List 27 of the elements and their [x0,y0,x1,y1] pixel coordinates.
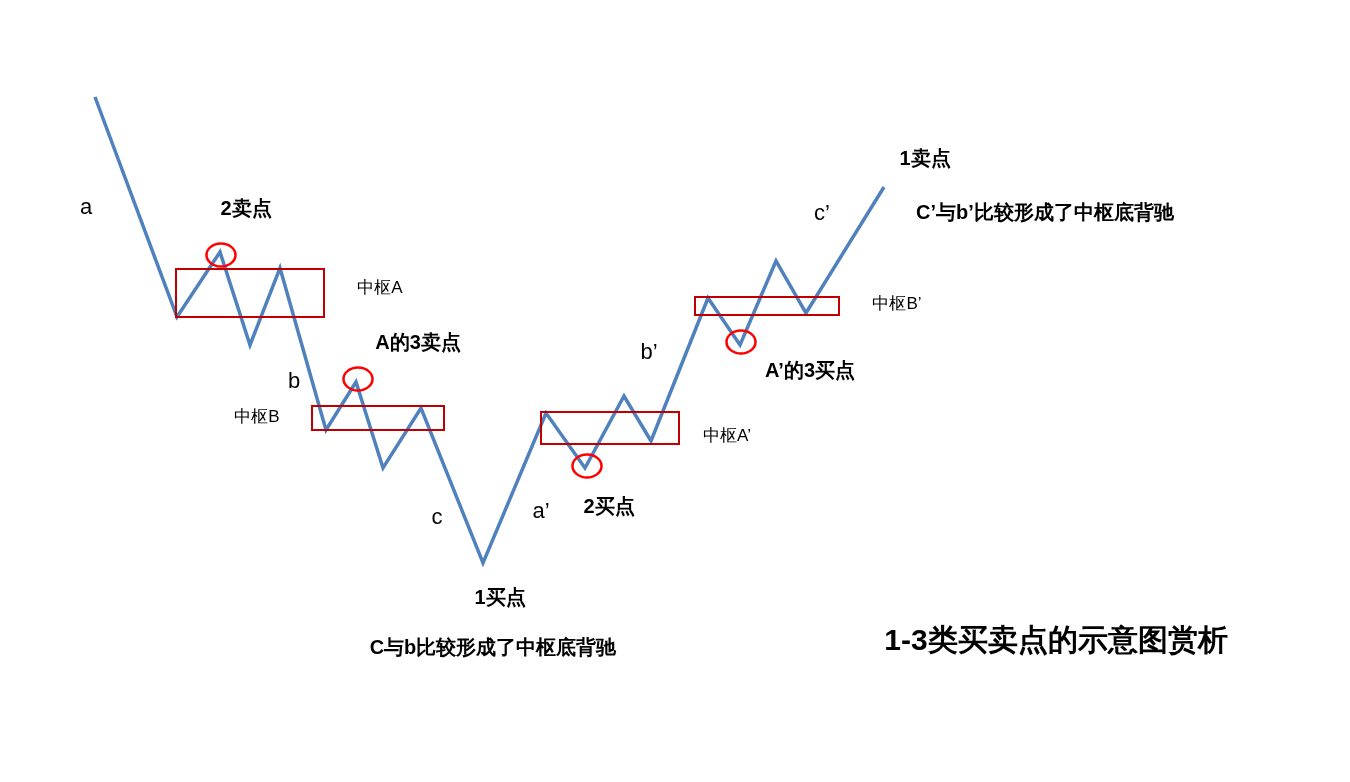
pivot-label: 中枢A’ [703,424,751,447]
point-label: A的3卖点 [375,329,461,355]
segment-label: c [431,504,443,530]
marker-circle [342,366,374,392]
pivot-label: 中枢B’ [872,292,922,315]
note-text: C与b比较形成了中枢底背驰 [369,634,617,660]
point-label: A’的3买点 [765,357,855,383]
note-text: C’与b’比较形成了中枢底背驰 [916,199,1174,225]
point-label: 2卖点 [220,195,272,221]
pivot-label: 中枢A [357,276,403,299]
point-label: 1买点 [474,584,526,610]
segment-label: b’ [640,339,658,365]
pivot-box [175,268,325,318]
pivot-box [540,411,680,445]
point-label: 2买点 [583,493,635,519]
segment-label: a’ [532,498,550,524]
diagram-title: 1-3类买卖点的示意图赏析 [884,621,1228,658]
marker-circle [205,242,237,268]
pivot-box [311,405,445,431]
marker-circle [571,453,603,479]
segment-label: b [287,368,301,394]
segment-label: c’ [814,200,830,226]
point-label: 1卖点 [899,145,951,171]
pivot-box [694,296,840,316]
pivot-label: 中枢B [234,405,280,428]
segment-label: a [79,194,93,220]
marker-circle [725,329,757,355]
